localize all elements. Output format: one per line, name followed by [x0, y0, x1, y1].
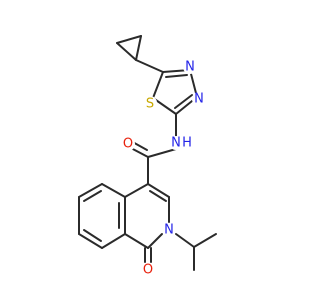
atom-n-upper: N: [183, 60, 197, 75]
atom-s1-label: S: [146, 97, 154, 112]
bond-c4a-c4: [124, 183, 149, 198]
atom-s1-bg: [143, 96, 157, 110]
bond-cyclopropyl-a: [116, 35, 142, 44]
atom-n-ring: N: [162, 223, 176, 238]
atom-n-ring-bg: [162, 223, 176, 237]
bond-c1-c8a: [124, 233, 149, 249]
bond-c5-c6: [78, 183, 103, 198]
bond-c7-c8-double: [83, 229, 102, 242]
bond-c5-c6-double: [83, 190, 102, 202]
bond-c7-c8: [78, 233, 103, 249]
atom-o-amide: O: [121, 137, 135, 152]
atom-n-lower: N: [192, 92, 206, 107]
atom-n-upper-bg: [183, 60, 197, 74]
atom-nh-bg: [169, 136, 183, 150]
bond-c4a-c5: [101, 183, 126, 198]
atom-n-lower-bg: [192, 92, 206, 106]
bond-cyclopropyl-to-thiadiazole: [135, 59, 164, 73]
atom-o-ring: O: [141, 263, 155, 278]
bond-c5-n4-double: [165, 74, 188, 78]
bond-cyclopropyl-b: [135, 35, 142, 61]
atom-o-ring-bg: [141, 263, 155, 277]
bond-c5-s1: [152, 71, 164, 99]
bond-n2-c1: [147, 233, 163, 249]
atom-o-amide-bg: [121, 137, 135, 151]
bond-c8-c8a: [101, 233, 126, 249]
bond-isopropyl-methyl-b: [193, 233, 217, 248]
bond-n3-c2-double: [174, 94, 193, 109]
bond-c2-s1: [152, 97, 177, 115]
atom-nh: N H: [169, 136, 192, 151]
atom-o-ring-label: O: [143, 263, 153, 278]
bond-cyclopropyl-c: [116, 42, 137, 61]
atom-nh-h-label: H: [182, 136, 192, 151]
bond-n4-n3: [189, 69, 198, 98]
bond-c4-c3: [147, 183, 170, 198]
atom-n-lower-label: N: [194, 92, 204, 107]
atom-nh-n-label: N: [171, 136, 181, 151]
atom-n-ring-label: N: [164, 223, 174, 238]
bond-n2-isopropyl: [175, 233, 195, 248]
atom-s1: S: [143, 96, 157, 112]
bond-c4-c3-double: [149, 190, 167, 202]
atom-labels: S N N N H O N O: [121, 60, 206, 278]
bond-nh-carbonyl: [147, 148, 177, 158]
molecule-structure: S N N N H O N O: [78, 35, 217, 278]
atom-o-amide-label: O: [123, 137, 133, 152]
atom-n-upper-label: N: [185, 60, 195, 75]
